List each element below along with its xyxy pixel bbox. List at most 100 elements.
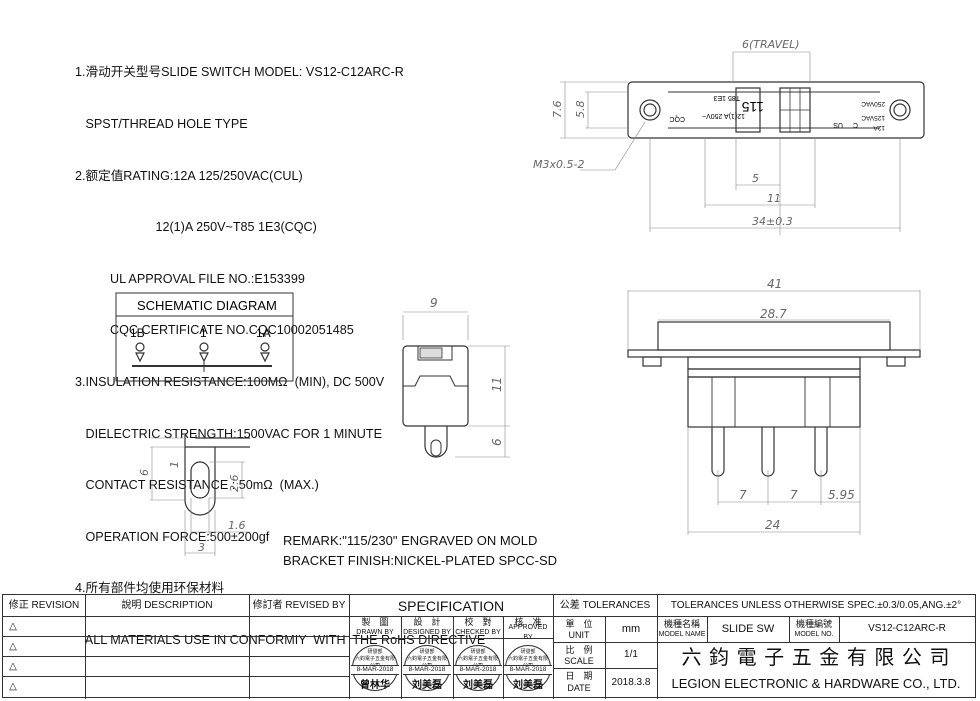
model-no-label: MODEL NO. bbox=[794, 630, 834, 638]
dim-7-6: 7.6 bbox=[551, 101, 564, 119]
spec-line: 3.INSULATION RESISTANCE:100MΩ (MIN), DC … bbox=[75, 374, 385, 389]
approved-by-label: APPROVED BY bbox=[508, 623, 548, 641]
unit-value: mm bbox=[621, 623, 641, 635]
front-view bbox=[627, 290, 921, 535]
schematic-diagram bbox=[115, 292, 294, 382]
dim-bracket-6: 6 bbox=[138, 469, 151, 476]
spec-notes: 1.滑动开关型号SLIDE SWITCH MODEL: VS12-C12ARC-… bbox=[75, 30, 485, 666]
drawn-by-cn: 製 圖 bbox=[361, 617, 389, 627]
unit-cn: 單 位 bbox=[565, 618, 593, 629]
unit-label: UNIT bbox=[568, 629, 590, 640]
spec-line: DIELECTRIC STRENGTH:1500VAC FOR 1 MINUTE bbox=[75, 426, 382, 441]
side-view bbox=[402, 311, 510, 458]
scale-label: SCALE bbox=[564, 655, 594, 666]
mount-hole-left-inner bbox=[643, 103, 657, 117]
model-name-value: SLIDE SW bbox=[721, 623, 775, 635]
bracket-view bbox=[150, 435, 250, 556]
company-name-cn: 六 鈞 電 子 五 金 有 限 公 司 bbox=[681, 647, 951, 669]
dim-thread: M3x0.5-2 bbox=[533, 158, 584, 171]
scale-value: 1/1 bbox=[624, 649, 638, 660]
mount-hole-right-inner bbox=[893, 103, 907, 117]
revision-triangle-icon: △ bbox=[9, 641, 17, 652]
date-cn: 日 期 bbox=[565, 671, 593, 681]
scale-cn: 比 例 bbox=[565, 644, 593, 655]
revision-triangle-icon: △ bbox=[9, 661, 17, 672]
model-name-label: MODEL NAME bbox=[658, 630, 706, 638]
model-no-value: VS12-C12ARC-R bbox=[868, 623, 946, 634]
ul-us-mark: US bbox=[833, 121, 843, 128]
spec-line: SPST/THREAD HOLE TYPE bbox=[75, 117, 248, 131]
header-revision: 修正 REVISION bbox=[8, 599, 80, 611]
spec-line: CONTACT RESISTANCE : 50mΩ (MAX.) bbox=[75, 478, 319, 493]
title-block: 修正 REVISION 說明 DESCRIPTION 修訂者 REVISED B… bbox=[2, 594, 976, 699]
revision-triangle-icon: △ bbox=[9, 621, 17, 632]
rating-125vac: 125VAC bbox=[861, 114, 885, 121]
dim-bracket-2-6: 2.6 bbox=[228, 475, 241, 493]
specification-title: SPECIFICATION bbox=[397, 597, 505, 614]
front-bracket bbox=[627, 349, 921, 358]
date-value: 2018.3.8 bbox=[611, 677, 651, 688]
header-description: 說明 DESCRIPTION bbox=[121, 599, 213, 611]
rating-line1: 12(1)A 250V~ bbox=[702, 112, 745, 119]
model-no-cn: 機種編號 bbox=[795, 618, 832, 629]
company-name-en: LEGION ELECTRONIC & HARDWARE CO., LTD. bbox=[671, 676, 961, 691]
revision-triangle-icon: △ bbox=[9, 681, 17, 692]
tolerances-label: 公差 TOLERANCES bbox=[559, 599, 651, 611]
dim-28-7: 28.7 bbox=[760, 307, 787, 321]
pin-label-1a: 1A bbox=[256, 326, 271, 340]
rating-250vac: 250VAC bbox=[861, 100, 885, 107]
spec-line: 4.所有部件均使用环保材料 bbox=[75, 581, 225, 596]
spec-line: 1.滑动开关型号SLIDE SWITCH MODEL: VS12-C12ARC-… bbox=[75, 65, 404, 80]
dim-bracket-3: 3 bbox=[198, 541, 205, 554]
dim-6-side: 6 bbox=[490, 438, 504, 446]
mount-hole-left bbox=[639, 99, 661, 121]
dim-41: 41 bbox=[767, 277, 782, 291]
dim-5: 5 bbox=[752, 172, 759, 185]
checked-by-label: CHECKED BY bbox=[455, 628, 501, 636]
spec-line: CQC CERTIFICATE NO.CQC10002051485 bbox=[75, 323, 354, 338]
dim-travel: 6(TRAVEL) bbox=[742, 38, 800, 51]
drawing-canvas: 6(TRAVEL) 7.6 5.8 M3x0.5-2 5 11 34±0.3 1… bbox=[115, 38, 925, 556]
remark-engraving: REMARK:"115/230" ENGRAVED ON MOLD bbox=[283, 533, 538, 548]
top-view-texts: 6(TRAVEL) 7.6 5.8 M3x0.5-2 5 11 34±0.3 1… bbox=[533, 38, 885, 228]
schematic-title: SCHEMATIC DIAGRAM bbox=[137, 298, 277, 313]
dim-bracket-1-6: 1.6 bbox=[228, 519, 246, 532]
engraved-115-box bbox=[735, 87, 761, 133]
remarks: REMARK:"115/230" ENGRAVED ON MOLD BRACKE… bbox=[283, 531, 557, 571]
approved-by-cn: 核 准 bbox=[514, 617, 542, 627]
dim-11-side: 11 bbox=[490, 377, 504, 392]
dim-5-95: 5.95 bbox=[828, 488, 855, 502]
remark-finish: BRACKET FINISH:NICKEL-PLATED SPCC-SD bbox=[283, 553, 558, 568]
tolerances-text: TOLERANCES UNLESS OTHERWISE SPEC.±0.3/0.… bbox=[670, 599, 962, 611]
designed-by-cn: 設 計 bbox=[413, 617, 441, 627]
model-name-cn: 機種名稱 bbox=[663, 618, 700, 629]
dim-5-8: 5.8 bbox=[574, 101, 587, 119]
rating-line2: T85 1E3 bbox=[713, 94, 740, 101]
top-view bbox=[560, 51, 925, 235]
dim-24: 24 bbox=[765, 518, 780, 532]
dim-9: 9 bbox=[430, 296, 438, 310]
date-label: DATE bbox=[567, 683, 591, 693]
dim-7-left: 7 bbox=[739, 488, 747, 502]
header-revised-by: 修訂者 REVISED BY bbox=[252, 599, 346, 611]
spec-line: OPERATION FORCE:500±200gf bbox=[75, 529, 270, 544]
engraved-115: 115 bbox=[741, 99, 764, 115]
dim-bracket-1: 1 bbox=[168, 461, 181, 468]
spec-line: 2.额定值RATING:12A 125/250VAC(CUL) bbox=[75, 168, 303, 183]
dim-7-right: 7 bbox=[790, 488, 798, 502]
cqc-mark: CQC bbox=[669, 115, 685, 122]
designed-by-label: DESIGNED BY bbox=[403, 628, 451, 636]
dim-34: 34±0.3 bbox=[752, 215, 793, 228]
checked-by-cn: 校 對 bbox=[464, 617, 492, 627]
pin-label-1: 1 bbox=[200, 326, 207, 340]
rating-12a: 12A bbox=[873, 124, 885, 131]
spec-line: 12(1)A 250V~T85 1E3(CQC) bbox=[75, 220, 317, 235]
pin-label-1b: 1B bbox=[130, 326, 145, 340]
spec-line: UL APPROVAL FILE NO.:E153399 bbox=[75, 271, 305, 286]
dim-11-top: 11 bbox=[767, 192, 781, 205]
drawn-by-label: DRAWN BY bbox=[356, 628, 394, 636]
